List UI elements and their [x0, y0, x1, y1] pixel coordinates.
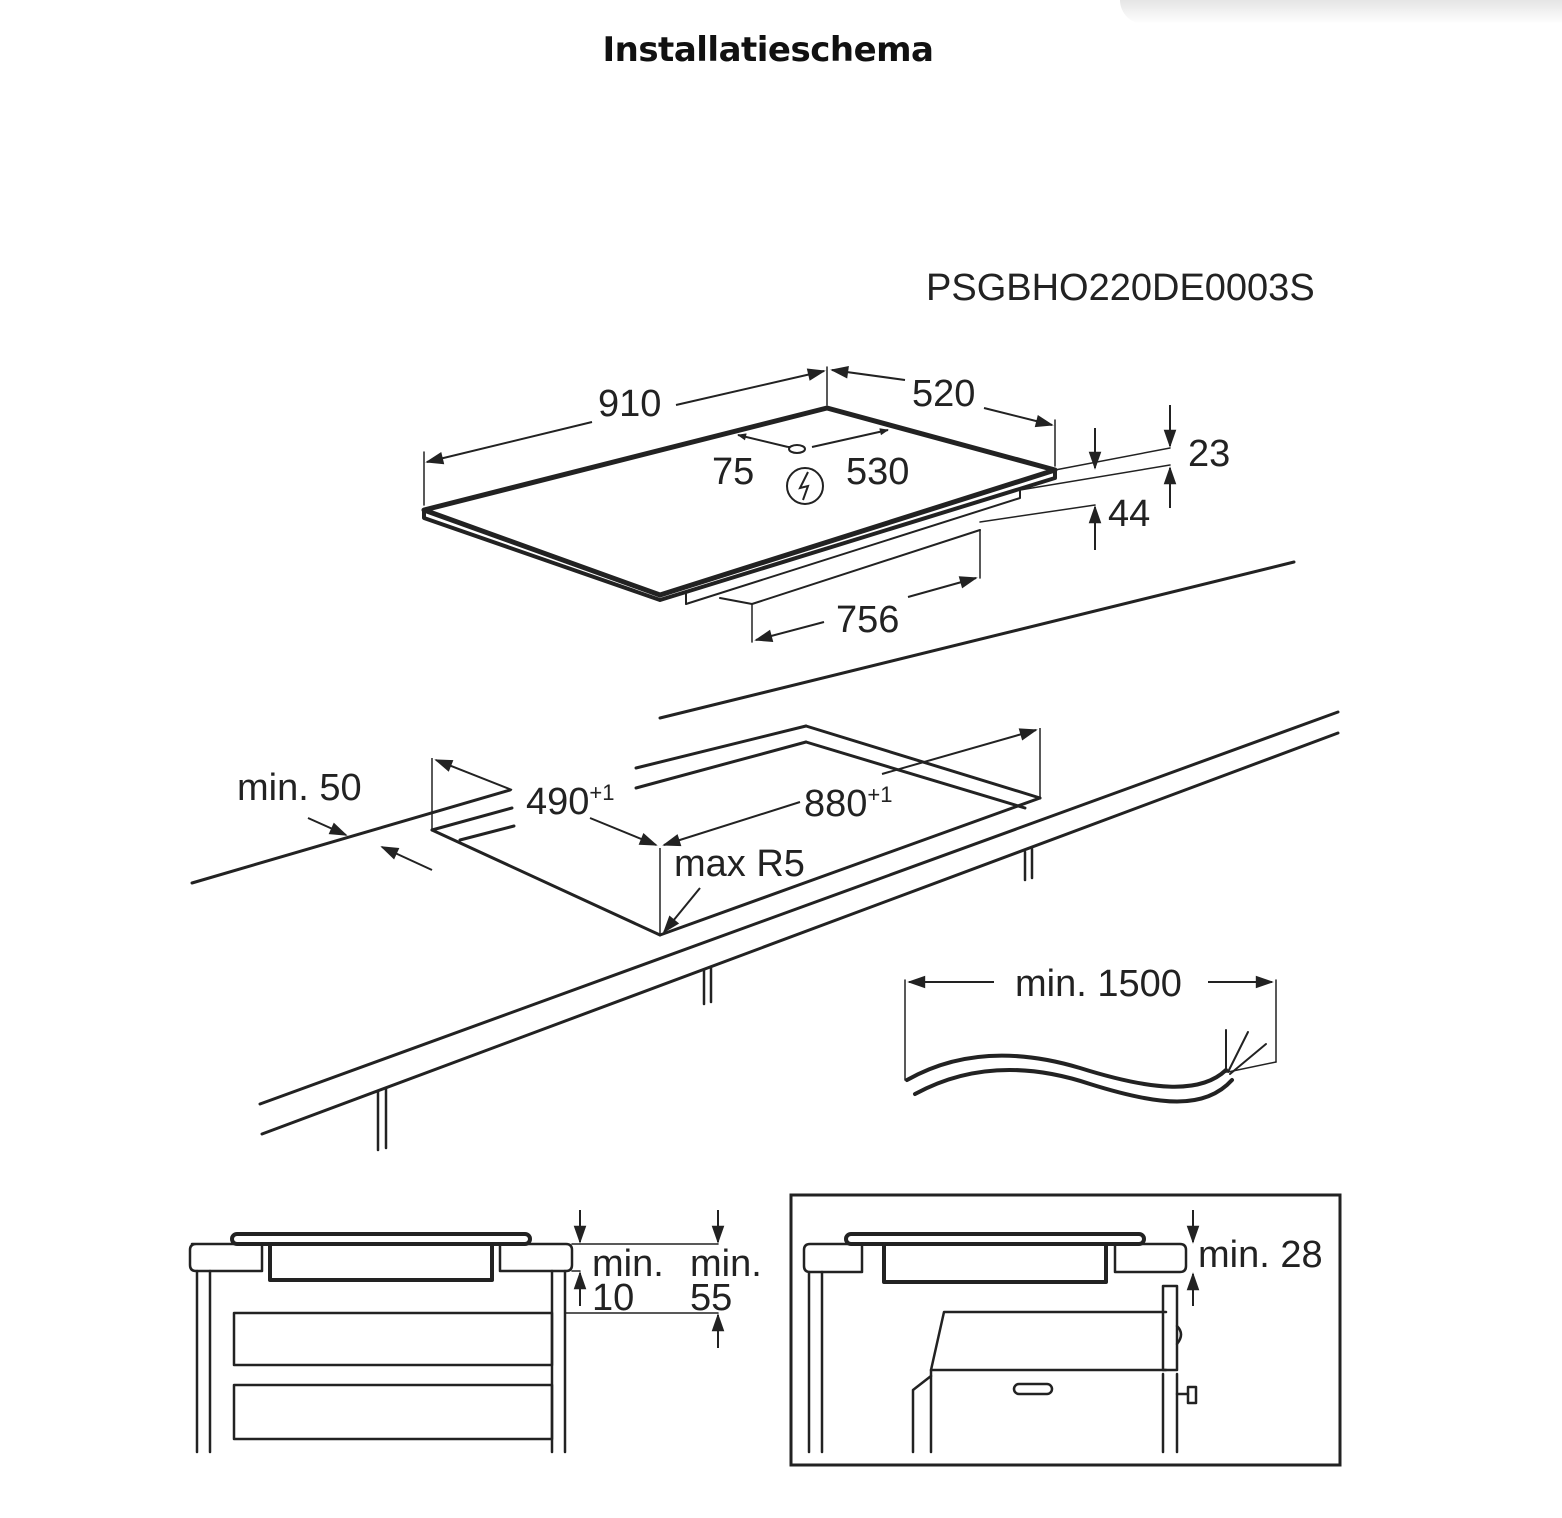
dim-total-height: 44	[1108, 493, 1150, 535]
dim-min-10-value: 10	[592, 1277, 634, 1319]
dim-glass-height: 23	[1188, 433, 1230, 475]
model-code: PSGBHO220DE0003S	[926, 267, 1315, 309]
electric-hazard-icon	[786, 467, 824, 505]
dim-hob-depth: 520	[912, 373, 975, 415]
dim-cable-length: min. 1500	[1015, 963, 1182, 1005]
dim-cutout-width-value: 880	[804, 783, 867, 825]
hob-drawing	[421, 366, 1171, 643]
oven-section-frame	[789, 1193, 1342, 1467]
dim-min-wall-distance: min. 50	[237, 767, 362, 809]
page-title: Installatieschema	[602, 30, 934, 70]
drawer-dimension-arrows	[573, 1210, 725, 1348]
cutout-dimension-leads	[431, 728, 1041, 935]
dim-corner-radius: max R5	[674, 843, 805, 885]
dim-connection-side: 75	[712, 451, 754, 493]
dim-box-width: 756	[836, 599, 899, 641]
hob-dimension-arrows	[425, 365, 1177, 642]
dim-cutout-depth-tolerance: +1	[589, 780, 614, 805]
dim-hob-width: 910	[598, 383, 661, 425]
drawer-section-drawing	[188, 1232, 719, 1454]
dim-min-55-label: min.	[690, 1243, 762, 1285]
dim-cutout-width-tolerance: +1	[867, 782, 892, 807]
dim-cutout-depth: 490+1	[526, 780, 615, 823]
connection-point-icon	[788, 444, 806, 454]
cable-drawing	[904, 979, 1277, 1104]
dim-min-28: min. 28	[1198, 1234, 1323, 1276]
dim-cutout-depth-value: 490	[526, 781, 589, 823]
dim-connection-front: 530	[846, 451, 909, 493]
oven-section-drawing	[802, 1232, 1198, 1454]
cutout-dimension-arrows	[307, 728, 1038, 934]
window-shadow	[1120, 0, 1562, 24]
dim-min-10-label: min.	[592, 1243, 664, 1285]
dim-min-55-value: 55	[690, 1277, 732, 1319]
dim-cutout-width: 880+1	[804, 782, 893, 825]
countertop-drawing	[190, 560, 1340, 1152]
